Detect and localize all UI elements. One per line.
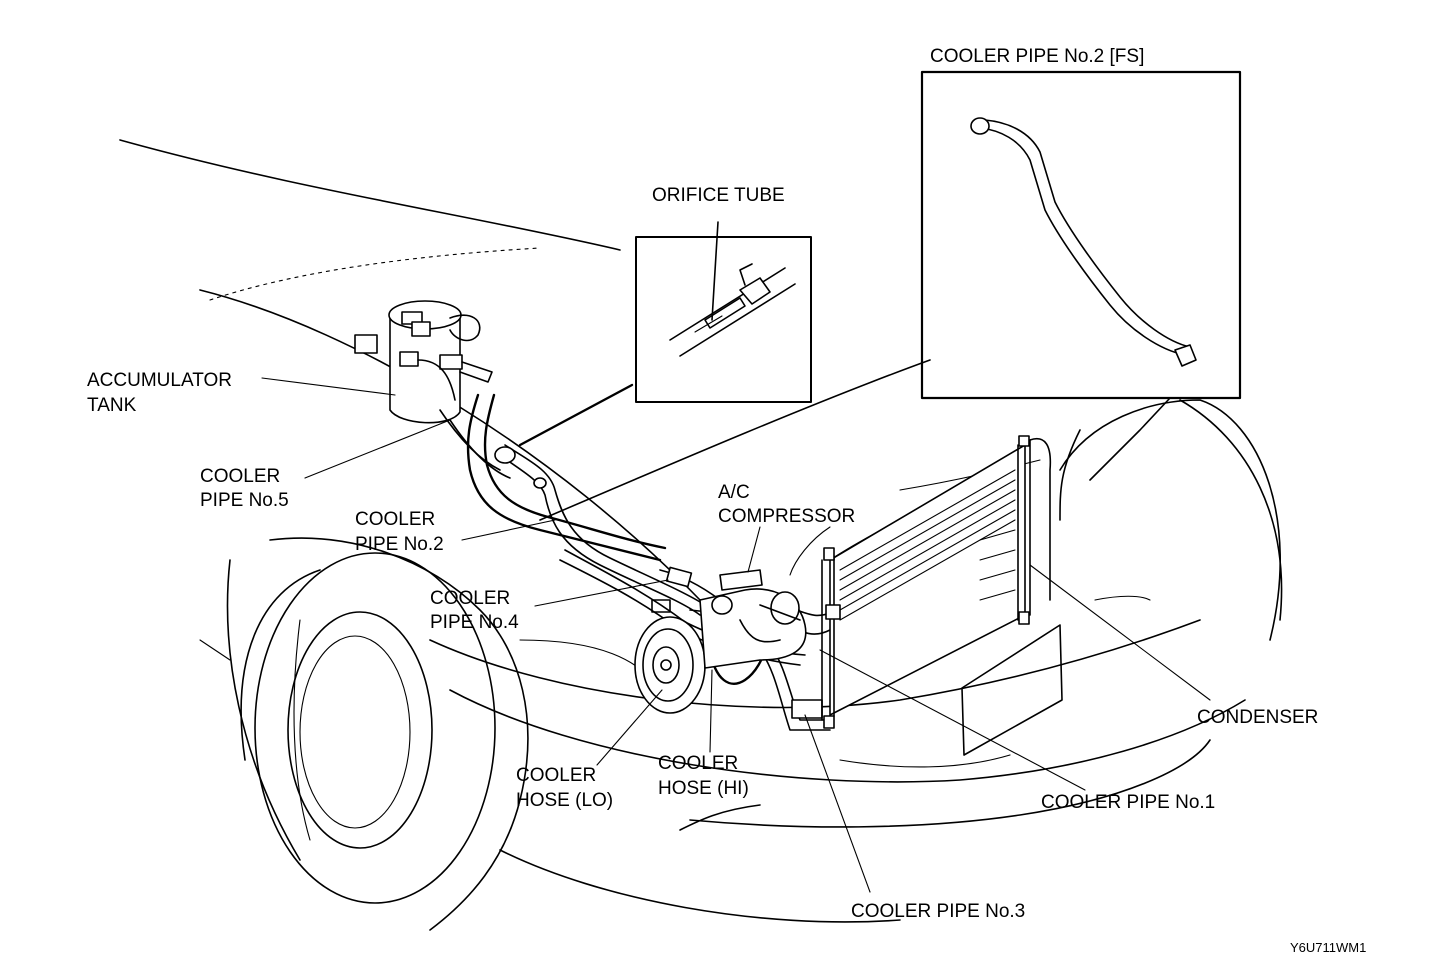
- orifice-tube-inset: [635, 221, 812, 403]
- label-orifice-tube: ORIFICE TUBE: [652, 185, 785, 206]
- leader-lines: [261, 377, 1211, 893]
- label-compressor-line2: COMPRESSOR: [718, 506, 855, 527]
- label-compressor-line1: A/C: [718, 482, 750, 503]
- label-fs-inset-title: COOLER PIPE No.2 [FS]: [930, 46, 1144, 67]
- label-pipe4-line2: PIPE No.4: [430, 612, 519, 633]
- label-pipe2-line1: COOLER: [355, 509, 435, 530]
- condenser: [821, 435, 1052, 729]
- label-condenser: CONDENSER: [1197, 707, 1318, 728]
- label-hose-lo-line1: COOLER: [516, 765, 596, 786]
- accumulator-tank: [354, 300, 493, 424]
- label-hose-lo-line2: HOSE (LO): [516, 790, 613, 811]
- label-pipe2-line2: PIPE No.2: [355, 534, 444, 555]
- label-accumulator-line2: TANK: [87, 395, 137, 416]
- label-pipe5-line2: PIPE No.5: [200, 490, 289, 511]
- label-pipe1: COOLER PIPE No.1: [1041, 792, 1215, 813]
- callout-labels: COOLER PIPE No.2 [FS] ORIFICE TUBE ACCUM…: [87, 46, 1366, 955]
- label-pipe5-line1: COOLER: [200, 466, 280, 487]
- ac-compressor: [634, 569, 807, 714]
- label-hose-hi-line1: COOLER: [658, 753, 738, 774]
- label-hose-hi-line2: HOSE (HI): [658, 778, 749, 799]
- fs-pipe-inset: [920, 70, 1242, 481]
- label-accumulator-line1: ACCUMULATOR: [87, 370, 232, 391]
- front-wheel: [254, 552, 496, 904]
- figure-code: Y6U711WM1: [1290, 940, 1366, 955]
- label-pipe4-line1: COOLER: [430, 588, 510, 609]
- label-pipe3: COOLER PIPE No.3: [851, 901, 1025, 922]
